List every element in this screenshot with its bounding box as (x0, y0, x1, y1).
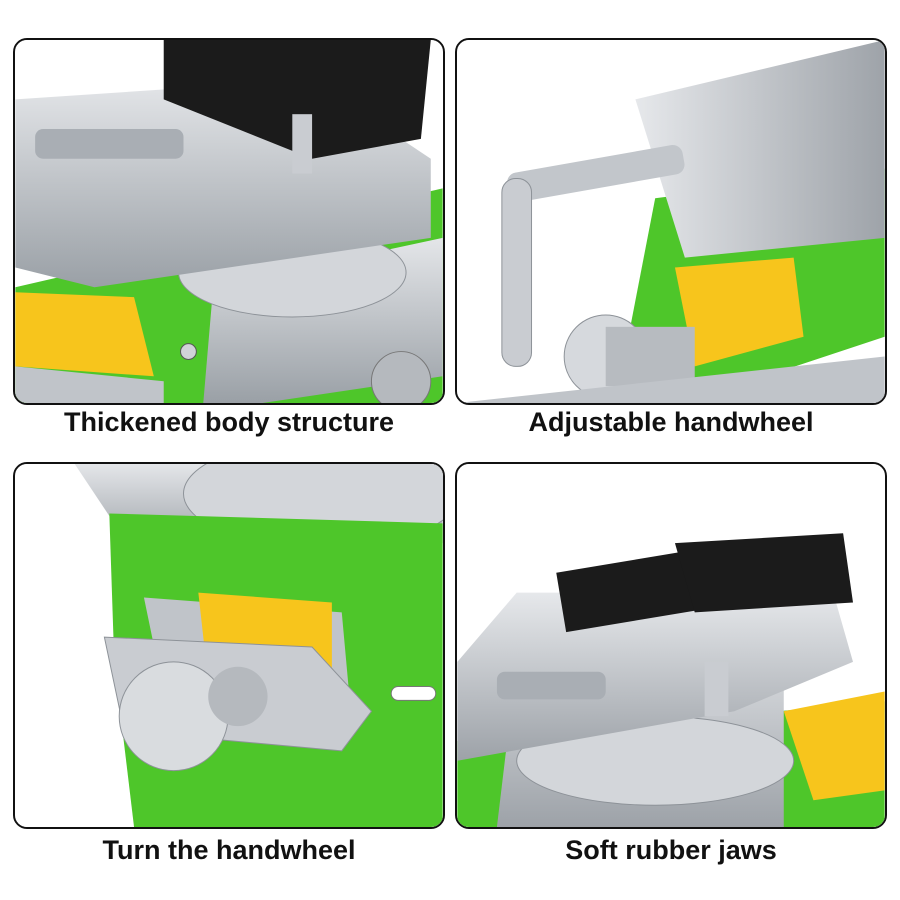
caption-soft-jaws: Soft rubber jaws (565, 835, 777, 865)
soft-jaws-photo (457, 464, 885, 827)
caption-adjustable-handwheel: Adjustable handwheel (528, 407, 814, 437)
caption-turn-handwheel: Turn the handwheel (102, 835, 356, 865)
photo-thickened-body (13, 38, 445, 405)
photo-turn-handwheel (13, 462, 445, 829)
photo-adjustable-handwheel (455, 38, 887, 405)
caption-thickened-body: Thickened body structure (63, 407, 395, 437)
photo-soft-jaws (455, 462, 887, 829)
handwheel-photo (457, 40, 885, 403)
turn-handwheel-photo (15, 464, 443, 827)
vise-body-photo (15, 40, 443, 403)
